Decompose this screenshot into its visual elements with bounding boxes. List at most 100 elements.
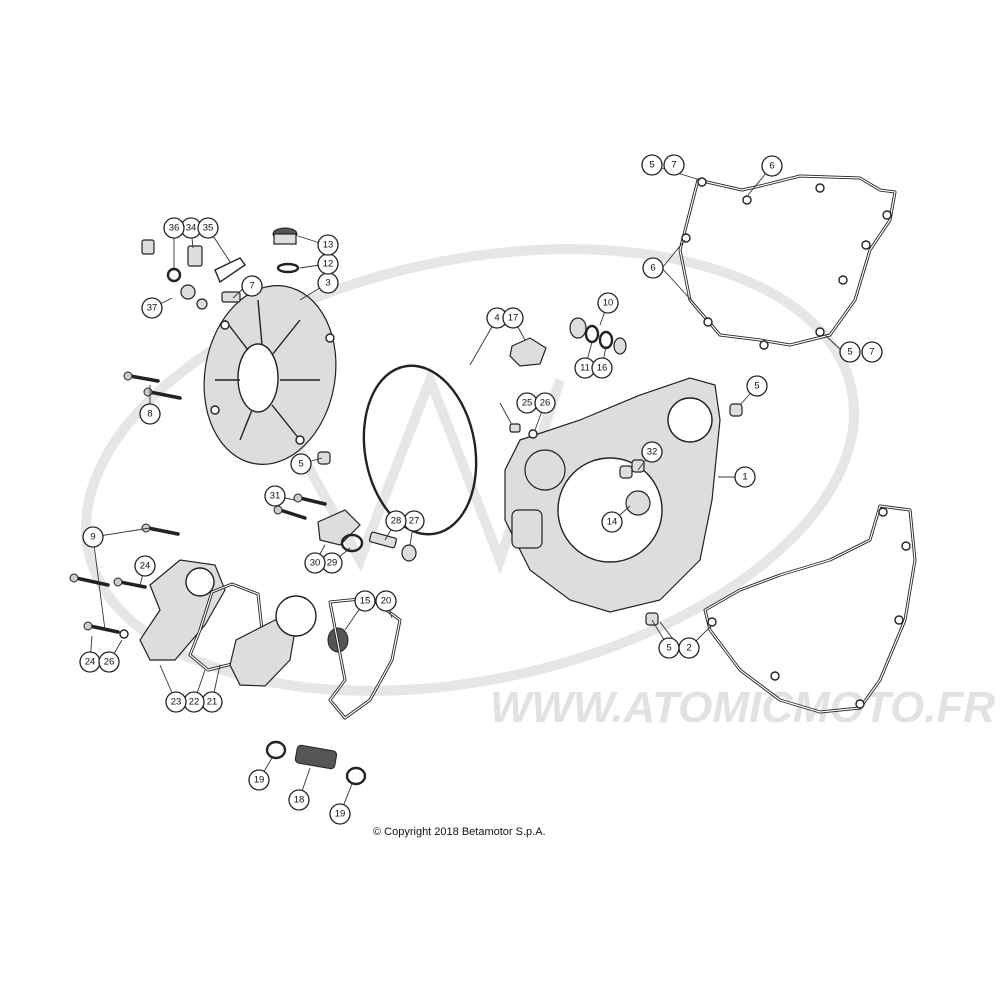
svg-text:13: 13 [323, 240, 334, 251]
callout-9: 9 [82, 526, 104, 548]
callout-36: 36 [163, 217, 185, 239]
svg-text:3: 3 [325, 278, 330, 289]
clutch-cover [504, 377, 721, 613]
dowel-bottom [645, 612, 659, 626]
callout-14: 14 [601, 511, 623, 533]
svg-text:5: 5 [666, 643, 671, 654]
callout-23: 23 [165, 691, 187, 713]
washer-26 [528, 429, 538, 439]
svg-text:7: 7 [671, 160, 676, 171]
callout-5-a: 5 [746, 375, 768, 397]
svg-text:5: 5 [847, 347, 852, 358]
svg-text:7: 7 [869, 347, 874, 358]
callout-31: 31 [264, 485, 286, 507]
callout-28: 28 [385, 510, 407, 532]
svg-text:5: 5 [298, 459, 303, 470]
callout-26-a: 26 [534, 392, 556, 414]
callout-5-e: 5 [839, 341, 861, 363]
callout-6-a: 6 [761, 155, 783, 177]
callout-5-b: 5 [290, 453, 312, 475]
water-pump-assembly [69, 523, 402, 720]
svg-text:34: 34 [186, 223, 197, 234]
callout-20: 20 [375, 590, 397, 612]
svg-text:5: 5 [754, 381, 759, 392]
svg-text:36: 36 [169, 223, 180, 234]
svg-text:27: 27 [409, 516, 420, 527]
callout-19-a: 19 [248, 769, 270, 791]
callout-26-b: 26 [98, 651, 120, 673]
svg-text:11: 11 [580, 363, 590, 374]
svg-text:5: 5 [649, 160, 654, 171]
svg-text:29: 29 [327, 558, 338, 569]
svg-text:37: 37 [147, 303, 158, 314]
callout-27: 27 [403, 510, 425, 532]
svg-text:24: 24 [140, 561, 151, 572]
svg-text:6: 6 [650, 263, 655, 274]
callout-15: 15 [354, 590, 376, 612]
dowel-right [729, 403, 743, 417]
svg-text:28: 28 [391, 516, 402, 527]
lower-cover-gasket [703, 504, 917, 714]
pump-shaft-parts [273, 493, 417, 562]
svg-text:26: 26 [104, 657, 115, 668]
svg-text:19: 19 [254, 775, 265, 786]
svg-text:10: 10 [603, 298, 614, 309]
svg-text:23: 23 [171, 697, 182, 708]
callout-22: 22 [183, 691, 205, 713]
callout-1: 1 [734, 466, 756, 488]
callout-16: 16 [591, 357, 613, 379]
svg-text:30: 30 [310, 558, 321, 569]
callout-30: 30 [304, 552, 326, 574]
callout-2: 2 [678, 637, 700, 659]
svg-text:12: 12 [323, 259, 334, 270]
hose-sleeve-parts [265, 740, 367, 786]
dowel-left [317, 451, 331, 465]
svg-text:9: 9 [90, 532, 95, 543]
callout-24-b: 24 [79, 651, 101, 673]
leader-lines [89, 164, 844, 815]
svg-text:4: 4 [494, 313, 499, 324]
svg-text:14: 14 [607, 517, 618, 528]
svg-text:26: 26 [540, 398, 551, 409]
svg-text:21: 21 [207, 697, 218, 708]
svg-text:19: 19 [335, 809, 346, 820]
callout-21: 21 [201, 691, 223, 713]
svg-text:20: 20 [381, 596, 392, 607]
svg-text:31: 31 [270, 491, 281, 502]
callout-5-d: 5 [641, 154, 663, 176]
large-o-ring [362, 364, 478, 536]
callout-24-a: 24 [134, 555, 156, 577]
svg-text:22: 22 [189, 697, 200, 708]
callout-18: 18 [288, 789, 310, 811]
outer-cover [203, 285, 337, 465]
callout-25: 25 [516, 392, 538, 414]
watermark-swoosh [81, 244, 859, 696]
callout-3: 3 [317, 272, 339, 294]
svg-text:7: 7 [249, 281, 254, 292]
filler-cap [272, 227, 300, 274]
screw-25 [509, 423, 521, 433]
callout-7-c: 7 [241, 275, 263, 297]
inspection-plug [509, 337, 547, 367]
callout-7-b: 7 [861, 341, 883, 363]
fittings [141, 239, 246, 310]
svg-text:18: 18 [294, 795, 305, 806]
svg-text:24: 24 [85, 657, 96, 668]
svg-text:35: 35 [203, 223, 214, 234]
callout-7-a: 7 [663, 154, 685, 176]
callout-13: 13 [317, 234, 339, 256]
callout-10: 10 [597, 292, 619, 314]
callout-19-b: 19 [329, 803, 351, 825]
svg-text:32: 32 [647, 447, 658, 458]
callout-6-b: 6 [642, 257, 664, 279]
svg-text:1: 1 [742, 472, 747, 483]
copyright-notice: © Copyright 2018 Betamotor S.p.A. [373, 826, 546, 838]
svg-text:2: 2 [686, 643, 691, 654]
callout-12: 12 [317, 253, 339, 275]
bolts-8 [123, 371, 182, 400]
callout-17: 17 [502, 307, 524, 329]
seal-set [569, 317, 627, 355]
svg-text:15: 15 [360, 596, 371, 607]
